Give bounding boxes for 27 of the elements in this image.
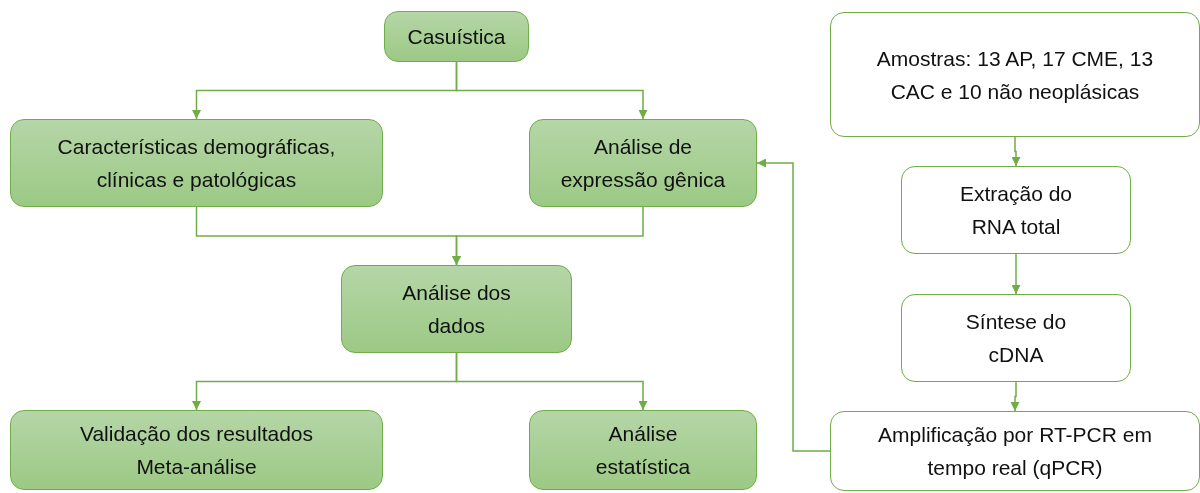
box-label: Casuística (407, 24, 506, 50)
process-box (529, 119, 757, 207)
box-label: Síntese do cDNA (964, 309, 1068, 368)
box-label: Análise de expressão gênica (560, 134, 726, 193)
process-box (10, 410, 383, 490)
process-box (901, 294, 1131, 382)
arrow (1011, 136, 1021, 167)
process-box (830, 12, 1200, 137)
process-box (901, 166, 1131, 254)
arrow (455, 61, 648, 120)
arrow (455, 352, 648, 411)
process-box (830, 411, 1200, 491)
box-label: Validação dos resultados Meta-análise (78, 421, 315, 480)
arrow (1010, 381, 1020, 412)
arrow (756, 158, 831, 452)
process-box (384, 11, 529, 62)
process-box (529, 410, 757, 490)
process-box (10, 119, 383, 207)
box-label: Amplificação por RT-PCR em tempo real (qPCR) (877, 422, 1153, 481)
process-box (341, 265, 572, 353)
box-label: Extração do RNA total (958, 181, 1074, 240)
box-label: Características demográficas, clínicas e patológicas (56, 134, 337, 193)
box-label: Amostras: 13 AP, 17 CME, 13 CAC e 10 não neoplásicas (875, 45, 1155, 105)
arrow (1011, 253, 1021, 295)
box-label: Análise estatística (594, 421, 692, 480)
arrow (452, 206, 644, 266)
box-label: Análise dos dados (402, 280, 511, 339)
